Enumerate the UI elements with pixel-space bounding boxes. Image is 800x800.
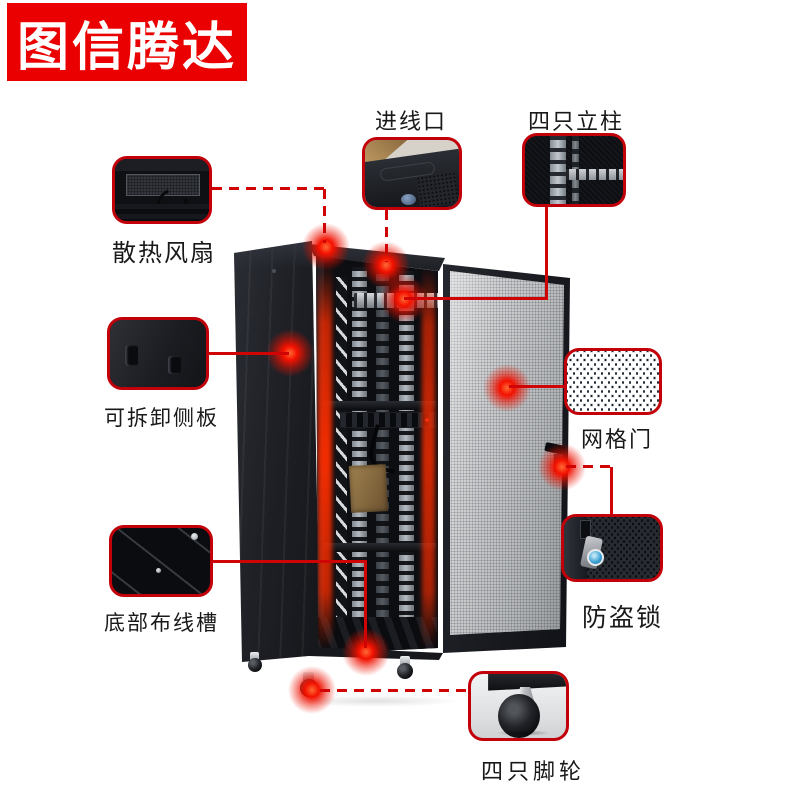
anti-theft-lock-photo: [561, 514, 663, 582]
power-strip: [340, 412, 436, 428]
four-pillars-photo: [522, 133, 626, 207]
cardboard-box: [348, 464, 389, 513]
mounting-rail-left: [352, 267, 367, 649]
caster-wheel: [397, 663, 413, 679]
side-panel-stripes: [234, 241, 320, 662]
callout-line: [323, 189, 326, 243]
mesh-door-photo: [564, 348, 662, 415]
red-glow-strip-right: [422, 267, 435, 649]
callout-line: [213, 560, 367, 563]
caster-photo-wheel: [497, 694, 540, 738]
caster-mount-plate: [488, 674, 566, 691]
caster-wheel: [248, 658, 262, 672]
panel-handle-slot: [167, 356, 182, 374]
label-bottom-cable-trough: 底部布线槽: [104, 611, 219, 635]
highlight-dot-mesh-door: [482, 363, 532, 413]
callout-line: [509, 385, 564, 388]
fan-bottom-slats: [115, 203, 209, 221]
mesh-door-panel: [443, 264, 570, 653]
cabinet-side-panel: [234, 241, 320, 662]
label-four-pillars: 四只立柱: [528, 110, 625, 135]
label-anti-theft-lock: 防盗锁: [582, 603, 664, 632]
trough-screw: [156, 567, 162, 573]
bottom-cable-trough-photo: [109, 525, 213, 597]
door-mesh-surface: [450, 271, 564, 635]
fan-unit: [126, 173, 200, 196]
panel-handle-slot: [125, 345, 138, 366]
callout-line: [610, 467, 613, 514]
rack-shelf-upper: [324, 401, 436, 410]
callout-line: [320, 689, 468, 692]
pillar-vertical-rail: [550, 136, 567, 204]
callout-line: [212, 187, 325, 190]
entry-vent-holes: [415, 170, 459, 207]
highlight-dot-top-corner: [301, 222, 351, 272]
brand-name: 图信腾达: [16, 17, 237, 78]
rack-shelf-lower: [324, 543, 436, 552]
mounting-rail-middle: [376, 269, 389, 649]
mounting-rail-right: [399, 271, 414, 649]
caster-fork: [250, 652, 259, 661]
four-casters-photo: [468, 671, 569, 741]
entry-fan-hole: [400, 194, 416, 205]
red-glow-strip-left: [318, 265, 332, 649]
label-cable-entry: 进线口: [375, 110, 448, 135]
brand-banner: 图信腾达: [7, 3, 247, 81]
callout-line: [364, 562, 367, 648]
label-mesh-door: 网格门: [581, 428, 654, 453]
label-removable-side-panel: 可拆卸侧板: [104, 406, 219, 430]
removable-side-panel-photo: [107, 317, 209, 390]
trough-screw: [191, 533, 199, 541]
cabinet-interior: [316, 256, 438, 654]
callout-line: [385, 210, 388, 262]
cable-entry-photo: [362, 137, 462, 210]
caster-photo-shadow: [495, 730, 551, 737]
cooling-fan-photo: [112, 156, 212, 224]
callout-line: [404, 297, 548, 300]
callout-line: [545, 207, 548, 299]
caster-fork: [400, 656, 410, 666]
callout-line: [566, 465, 612, 468]
callout-line: [209, 352, 289, 355]
fan-top-edge: [115, 159, 209, 171]
side-panel-screw: [272, 269, 276, 273]
interior-vent-slots: [336, 277, 347, 637]
lock-blue-cylinder: [587, 549, 605, 567]
label-four-casters: 四只脚轮: [481, 760, 586, 785]
label-cooling-fan: 散热风扇: [112, 239, 216, 267]
pillar-horizontal-rail: [566, 168, 623, 181]
